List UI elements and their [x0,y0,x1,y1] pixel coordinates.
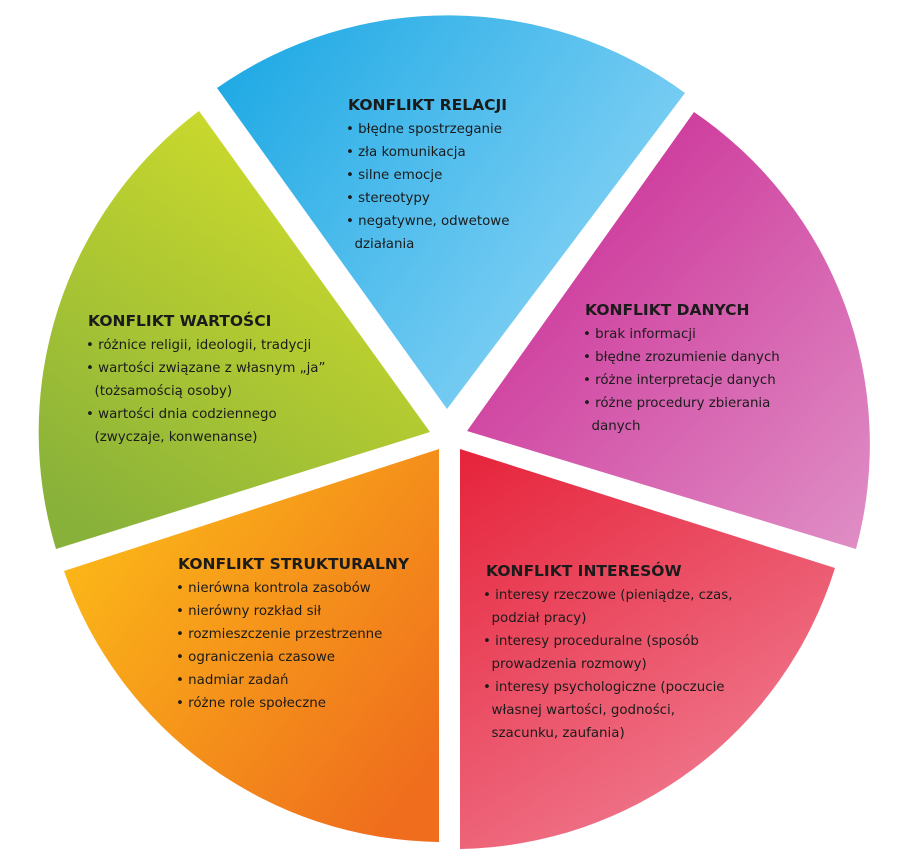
segment-line: • silne emocje [346,168,442,183]
segment-line: • zła komunikacja [346,145,466,160]
segment-line: • wartości dnia codziennego [86,406,277,422]
segment-line: • różne procedury zbierania [583,395,770,411]
segment-line: • rozmieszczenie przestrzenne [176,627,382,642]
segment-line: • różnice religii, ideologii, tradycji [86,337,311,353]
segment-line: szacunku, zaufania) [483,726,625,741]
segment-danych-lines: • brak informacji • błędne zrozumienie d… [583,327,780,434]
segment-relacji-lines: • błędne spostrzeganie • zła komunikacja… [346,122,509,252]
segment-strukturalny-lines: • nierówna kontrola zasobów • nierówny r… [176,580,382,711]
segment-line: podział pracy) [483,611,586,626]
segment-line: • interesy proceduralne (sposób [483,633,699,649]
segment-line: • interesy psychologiczne (poczucie [483,680,725,695]
segment-line: działania [346,237,414,252]
segment-interesow-lines: • interesy rzeczowe (pieniądze, czas, po… [483,588,732,741]
segment-wartosci-wedge [38,111,431,549]
segment-line: (zwyczaje, konwenanse) [86,430,257,445]
segment-line: • ograniczenia czasowe [176,650,335,665]
segment-konflikt-strukturalny: KONFLIKT STRUKTURALNY • nierówna kontrol… [64,449,439,842]
segment-title: KONFLIKT STRUKTURALNY [178,555,410,573]
segment-title: KONFLIKT RELACJI [348,96,507,114]
segment-konflikt-interesow: KONFLIKT INTERESÓW • interesy rzeczowe (… [460,449,835,849]
segment-konflikt-wartosci: KONFLIKT WARTOŚCI • różnice religii, ide… [38,111,431,549]
segment-title: KONFLIKT DANYCH [585,301,750,319]
segment-konflikt-danych: KONFLIKT DANYCH • brak informacji • błęd… [467,112,870,549]
segment-line: • błędne spostrzeganie [346,122,502,137]
segment-title: KONFLIKT INTERESÓW [486,561,682,580]
segment-line: • różne role społeczne [176,695,326,711]
segment-line: własnej wartości, godności, [483,702,675,718]
segment-line: danych [583,419,640,434]
segment-line: • wartości związane z własnym „ja” [86,360,325,376]
segment-danych-wedge [467,112,870,549]
segment-relacji-wedge [217,15,685,409]
segment-line: • nierówna kontrola zasobów [176,580,371,596]
segment-strukturalny-wedge [64,449,439,842]
segment-line: • interesy rzeczowe (pieniądze, czas, [483,588,732,603]
segment-line: • negatywne, odwetowe [346,214,509,229]
segment-interesow-wedge [460,449,835,849]
segment-line: • nierówny rozkład sił [176,603,321,619]
segment-wartosci-lines: • różnice religii, ideologii, tradycji •… [86,337,325,445]
segment-line: • stereotypy [346,191,430,206]
segment-konflikt-relacji: KONFLIKT RELACJI • błędne spostrzeganie … [217,15,685,409]
segment-line: prowadzenia rozmowy) [483,657,647,672]
segment-line: • nadmiar zadań [176,672,289,688]
segment-title: KONFLIKT WARTOŚCI [88,311,271,330]
segment-line: • błędne zrozumienie danych [583,350,780,365]
segment-line: • brak informacji [583,327,696,342]
segment-line: (tożsamością osoby) [86,383,232,399]
segment-line: • różne interpretacje danych [583,372,776,388]
